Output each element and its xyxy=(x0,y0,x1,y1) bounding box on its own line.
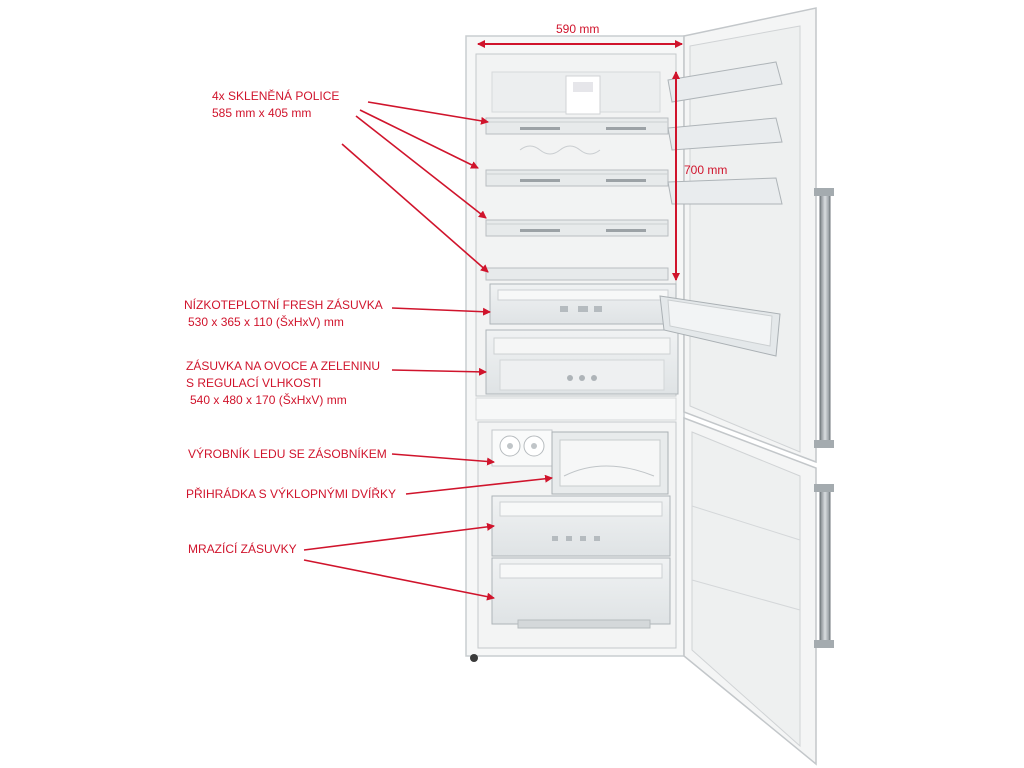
callout-fresh-drawer-size: 530 x 365 x 110 (ŠxHxV) mm xyxy=(188,315,344,329)
fridge-illustration xyxy=(465,7,834,766)
callout-freezer-drawers: MRAZÍCÍ ZÁSUVKY xyxy=(188,542,297,556)
upper-door xyxy=(659,7,834,464)
fresh-drawer xyxy=(489,283,677,325)
callout-crisper-drawer: ZÁSUVKA NA OVOCE A ZELENINU S REGULACÍ V… xyxy=(186,358,380,409)
callout-glass-shelves-title: 4x SKLENĚNÁ POLICE xyxy=(212,89,340,103)
door-bin xyxy=(667,61,783,103)
info-card xyxy=(565,75,601,115)
foot xyxy=(470,654,478,662)
compartment-divider xyxy=(475,397,677,421)
arrow-icon xyxy=(303,559,495,601)
callout-flap-compartment: PŘIHRÁDKA S VÝKLOPNÝMI DVÍŘKY xyxy=(186,487,397,501)
arrow-icon xyxy=(341,143,489,273)
callout-glass-shelves: 4x SKLENĚNÁ POLICE 585 mm x 405 mm xyxy=(212,88,339,122)
glass-shelf xyxy=(485,169,669,187)
ice-maker xyxy=(491,429,553,467)
arrow-icon xyxy=(405,474,553,495)
door-bin xyxy=(659,295,781,357)
door-bin xyxy=(667,117,783,151)
info-card-logo xyxy=(573,82,593,92)
glass-shelf xyxy=(485,219,669,237)
callout-crisper-size: 540 x 480 x 170 (ŠxHxV) mm xyxy=(190,393,347,407)
upper-door-handle xyxy=(819,189,831,447)
callout-fresh-drawer: NÍZKOTEPLOTNÍ FRESH ZÁSUVKA 530 x 365 x … xyxy=(184,297,383,331)
glass-shelf xyxy=(485,267,669,281)
callout-glass-shelves-size: 585 mm x 405 mm xyxy=(212,106,312,120)
callout-crisper-subtitle: S REGULACÍ VLHKOSTI xyxy=(186,376,322,390)
freezer-drawer xyxy=(491,495,671,557)
crisper-drawer xyxy=(485,329,679,395)
freezer-drawer xyxy=(491,557,671,629)
arrow-icon xyxy=(355,115,487,219)
height-dimension-label: 700 mm xyxy=(684,163,728,177)
arrow-icon xyxy=(391,453,495,466)
arrow-icon xyxy=(391,367,487,376)
door-bin xyxy=(667,177,783,205)
callout-ice-maker: VÝROBNÍK LEDU SE ZÁSOBNÍKEM xyxy=(188,447,387,461)
arrow-icon xyxy=(367,101,489,125)
callout-crisper-title: ZÁSUVKA NA OVOCE A ZELENINU xyxy=(186,359,381,373)
glass-shelf xyxy=(485,117,669,155)
flap-compartment xyxy=(551,431,669,495)
lower-door xyxy=(683,416,834,766)
arrow-icon xyxy=(359,109,479,169)
lower-door-handle xyxy=(819,485,831,647)
width-dimension-label: 590 mm xyxy=(556,22,600,36)
arrow-icon xyxy=(303,522,495,551)
callout-fresh-drawer-title: NÍZKOTEPLOTNÍ FRESH ZÁSUVKA xyxy=(184,298,383,312)
arrow-icon xyxy=(391,307,491,316)
